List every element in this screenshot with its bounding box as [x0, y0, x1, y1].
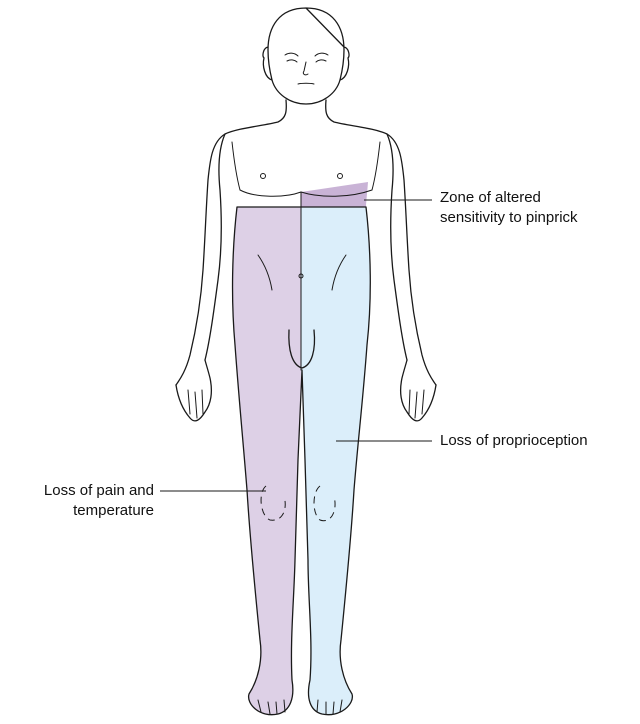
proprioception-label: Loss of proprioception — [440, 431, 588, 451]
pinprick-label-line2: sensitivity to pinprick — [440, 208, 578, 228]
proprioception-label-text: Loss of proprioception — [440, 431, 588, 451]
pinprick-label-line1: Zone of altered — [440, 188, 578, 208]
pain-temperature-label: Loss of pain and temperature — [0, 481, 154, 521]
head — [263, 8, 349, 104]
pain-label-line1: Loss of pain and — [0, 481, 154, 501]
pinprick-zone-label: Zone of altered sensitivity to pinprick — [440, 188, 578, 228]
pain-label-line2: temperature — [0, 501, 154, 521]
